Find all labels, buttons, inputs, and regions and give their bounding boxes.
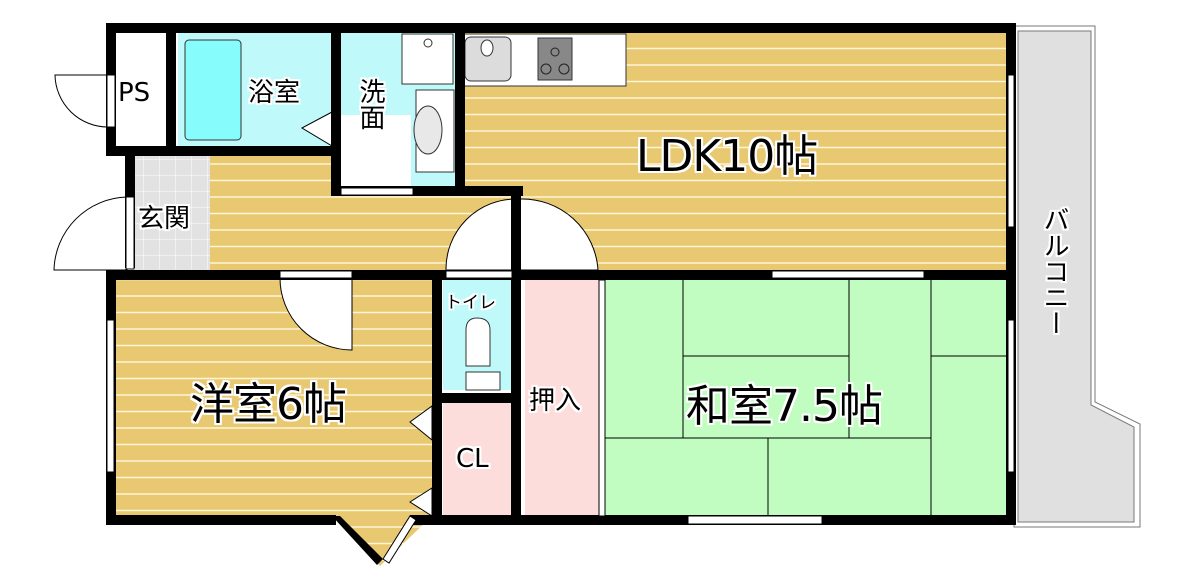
windows [106,74,1015,564]
western-room-label: 洋室6帖 [190,379,347,430]
bathtub-icon [184,39,242,141]
washroom-label: 洗面 [355,78,385,130]
toilet-bowl-icon [465,317,501,391]
tatami-floor [605,278,1008,516]
toilet-label: トイレ [445,293,496,313]
door-swings [53,74,599,517]
entrance-label: 玄関 [138,204,191,234]
bathroom-label: 浴室 [248,78,301,108]
ldk-label: LDK10帖 [636,131,818,182]
closet-floor [443,402,511,516]
oshiire-label: 押入 [529,386,582,416]
balcony-area [1013,25,1141,528]
closet-label: CL [456,444,489,474]
pipe-space-label: PS [118,78,151,108]
washing-machine-icon [401,33,454,85]
balcony-label: バルコニー [1039,206,1069,336]
western-room-floor [112,278,432,516]
entrance-floor [135,156,210,270]
washroom-door-swing [341,115,411,188]
japanese-room-label: 和室7.5帖 [686,381,883,432]
pipe-space-floor [115,33,167,146]
wash-basin-icon [413,89,455,173]
oshiire-floor [525,278,601,516]
kitchen-counter [461,33,627,87]
